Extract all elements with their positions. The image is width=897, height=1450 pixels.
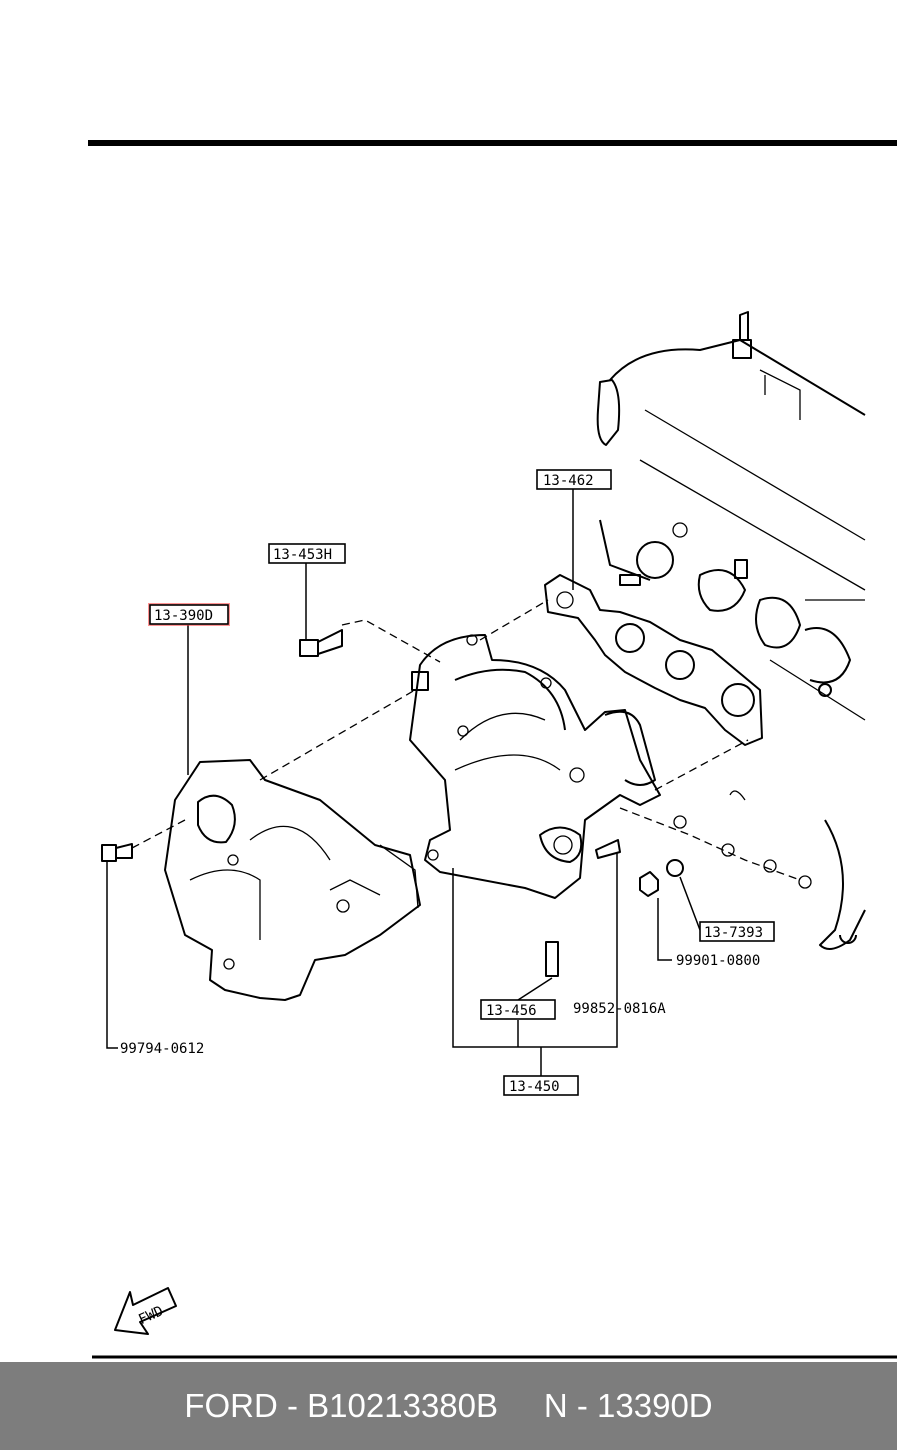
footer-reference: N - 13390D — [543, 1387, 713, 1424]
stud-bolt-99852-0816a — [595, 839, 621, 859]
callout-text-13-390d: 13-390D — [154, 608, 213, 624]
callout-13-390d[interactable]: 13-390D — [148, 603, 230, 626]
callout-13-7393[interactable]: 13-7393 — [699, 921, 775, 942]
callout-text-13-456: 13-456 — [486, 1003, 537, 1019]
fwd-arrow-icon: FWD — [114, 1287, 177, 1335]
callout-13-456[interactable]: 13-456 — [480, 999, 556, 1020]
stud-bolt-13-453h — [299, 629, 343, 657]
part-number-bolt[interactable]: 99794-0612 — [120, 1041, 204, 1057]
exploded-parts-diagram: 13-390D 13-453H 13-462 13-7393 13-456 13… — [88, 140, 897, 1359]
callout-text-13-453h: 13-453H — [273, 547, 332, 563]
nut-99901-0800 — [639, 871, 659, 897]
fwd-label: FWD — [136, 1303, 166, 1328]
footer-part-number: B10213380B — [307, 1387, 499, 1424]
callout-text-13-450: 13-450 — [509, 1079, 560, 1095]
heat-insulator — [164, 759, 421, 1001]
manifold-gasket — [544, 574, 763, 746]
leader-lines — [106, 489, 701, 1076]
part-number-stud-bolt[interactable]: 99852-0816A — [573, 1001, 666, 1017]
exhaust-manifold — [409, 634, 661, 899]
footer-gap — [498, 1387, 544, 1425]
bolt-99794-0612 — [101, 843, 133, 862]
callout-text-13-462: 13-462 — [543, 473, 594, 489]
part-info-bar: FORD - B10213380B N - 13390D — [0, 1362, 897, 1450]
callout-text-13-7393: 13-7393 — [704, 925, 763, 941]
callout-13-462[interactable]: 13-462 — [536, 469, 612, 490]
callout-13-453h[interactable]: 13-453H — [268, 543, 346, 564]
footer-separator: - — [277, 1387, 308, 1424]
callout-13-450[interactable]: 13-450 — [503, 1075, 579, 1096]
footer-brand: FORD — [184, 1387, 278, 1424]
cylinder-head — [596, 311, 866, 950]
stud-13-456 — [545, 941, 559, 977]
washer-13-7393 — [666, 859, 684, 877]
part-number-nut[interactable]: 99901-0800 — [676, 953, 760, 969]
assembly-lines — [131, 599, 812, 889]
